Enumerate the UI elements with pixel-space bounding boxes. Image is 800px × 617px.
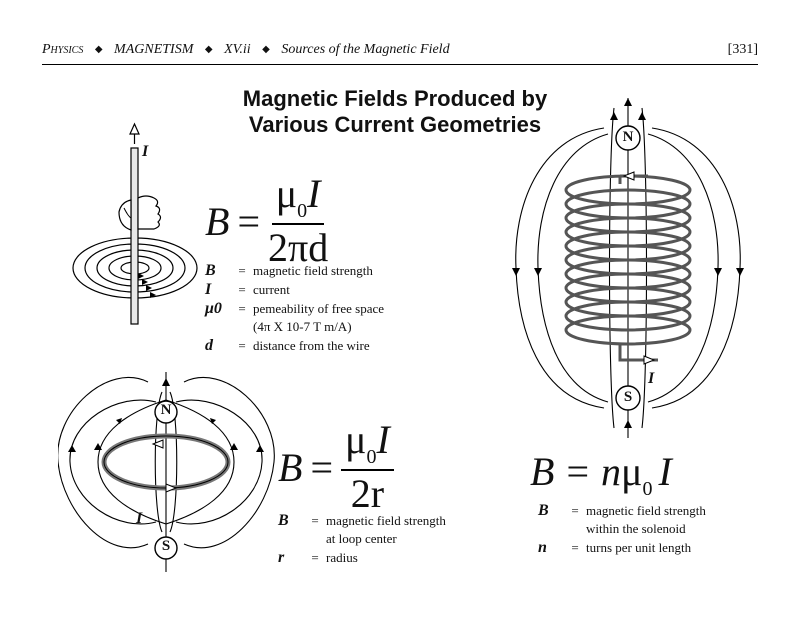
loop-legend: B=magnetic field strength at loop center… [278, 512, 446, 568]
solenoid-formula: B = n μ 0 I [530, 448, 672, 500]
page-header: Physics ◆ MAGNETISM ◆ XV.ii ◆ Sources of… [42, 42, 758, 64]
loop-north-label: N [160, 402, 172, 418]
solenoid-legend: B=magnetic field strength within the sol… [538, 502, 706, 558]
loop-south-label: S [161, 538, 171, 554]
legend-row: d=distance from the wire [205, 337, 370, 354]
formula-equals: = [566, 449, 589, 494]
legend-row: within the solenoid [586, 521, 686, 536]
legend-row: μ0=pemeability of free space [205, 300, 385, 317]
solenoid-current-label: I [648, 370, 655, 387]
wire-formula: B = μ0I 2πd [205, 172, 328, 271]
legend-row: at loop center [326, 531, 397, 546]
solenoid-south-label: S [623, 389, 633, 405]
wire-legend: B=magnetic field strength I=current μ0=p… [205, 262, 384, 356]
diamond-bullet-icon: ◆ [94, 44, 103, 55]
legend-row: r=radius [278, 549, 358, 566]
formula-numerator: μ0I [271, 172, 325, 225]
current-loop-figure [58, 372, 275, 572]
legend-row: B=magnetic field strength [538, 502, 706, 519]
title-line-2: Various Current Geometries [248, 112, 542, 137]
formula-i: I [658, 449, 672, 494]
formula-fraction: μ0I 2πd [268, 172, 328, 271]
solenoid-figure [512, 98, 744, 438]
formula-lhs: B [530, 449, 555, 494]
formula-fraction: μ0I 2r [341, 418, 394, 517]
formula-equals: = [310, 445, 333, 490]
page-number: [331] [727, 42, 758, 57]
title-line-1: Magnetic Fields Produced by [242, 86, 548, 111]
diamond-bullet-icon: ◆ [204, 44, 213, 55]
header-rule [42, 64, 758, 65]
legend-row: B=magnetic field strength [278, 512, 446, 529]
wire-current-label: I [142, 143, 149, 160]
formula-lhs: B [205, 199, 230, 244]
legend-row: (4π X 10-7 T m/A) [253, 319, 352, 334]
formula-lhs: B [278, 445, 303, 490]
loop-current-label: I [136, 510, 143, 527]
diamond-bullet-icon: ◆ [262, 44, 270, 55]
legend-row: B=magnetic field strength [205, 262, 373, 279]
header-section: XV.ii [224, 42, 251, 57]
formula-denominator: 2πd [268, 225, 329, 270]
formula-sub: 0 [642, 478, 653, 500]
formula-n: n [601, 449, 621, 494]
formula-numerator: μ0I [341, 418, 394, 471]
straight-wire-figure [72, 122, 198, 325]
formula-mu: μ [621, 449, 643, 494]
header-topic: Sources of the Magnetic Field [281, 42, 450, 57]
loop-formula: B = μ0I 2r [278, 418, 394, 517]
header-subject: Physics [42, 42, 84, 57]
legend-row: n=turns per unit length [538, 539, 692, 556]
formula-denominator: 2r [350, 471, 385, 516]
legend-row: I=current [205, 281, 290, 298]
page-title: Magnetic Fields Produced by Various Curr… [190, 86, 600, 138]
formula-equals: = [237, 199, 260, 244]
header-unit: MAGNETISM [114, 42, 194, 57]
solenoid-north-label: N [622, 129, 634, 145]
